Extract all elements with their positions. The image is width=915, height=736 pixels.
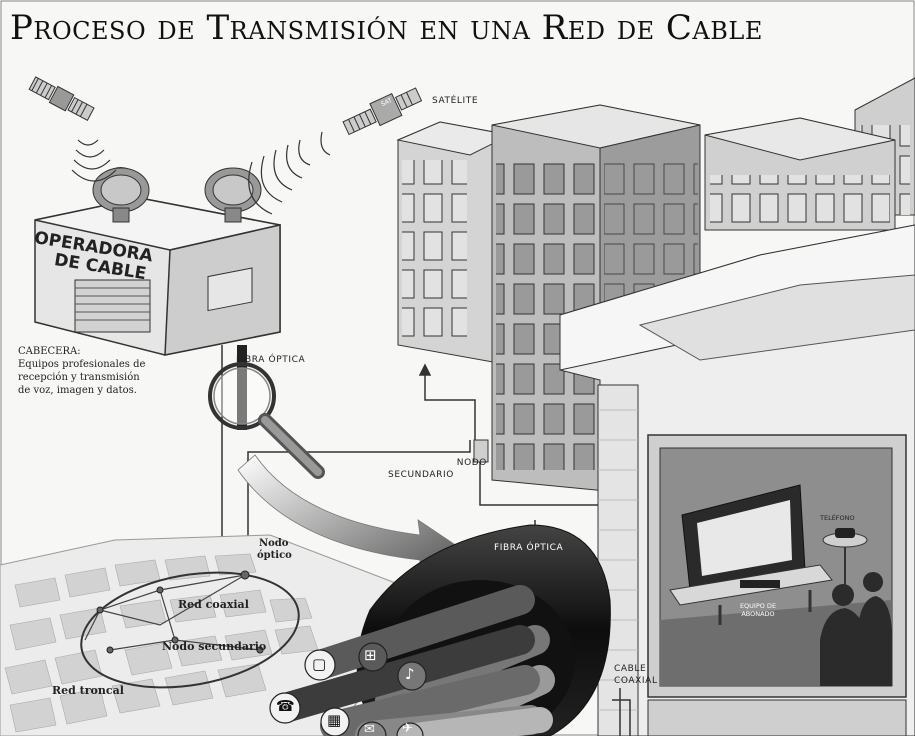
tv-set xyxy=(669,484,833,625)
cabecera-line2: recepción y transmisión xyxy=(18,372,140,383)
label-cable-coaxial-1: CABLE xyxy=(614,664,647,674)
mail-icon: ✉ xyxy=(364,722,375,736)
map-label-nodo-optico-1: Nodo xyxy=(259,538,289,549)
label-nodo-secundario-1: NODO xyxy=(456,458,487,468)
cabecera-line3: de voz, imagen y datos. xyxy=(18,385,137,396)
subscriber-house xyxy=(559,224,915,736)
operator-building xyxy=(34,167,281,356)
nodo-secundario-box xyxy=(473,439,489,463)
music-note-icon: ♪ xyxy=(405,665,415,683)
label-fibra-optica-top: FIBRA ÓPTICA xyxy=(236,355,306,365)
cabecera-description: CABECERA: Equipos profesionales de recep… xyxy=(18,345,178,397)
signal-waves xyxy=(71,131,331,215)
people-silhouettes xyxy=(820,572,892,686)
satellite-right xyxy=(342,87,423,136)
cabecera-line1: Equipos profesionales de xyxy=(18,359,146,370)
cabecera-heading: CABECERA: xyxy=(18,346,81,357)
map-label-red-troncal: Red troncal xyxy=(52,684,124,697)
map-label-nodo-secundario: Nodo secundario xyxy=(162,640,267,653)
satellite-left xyxy=(28,76,95,121)
phone-table xyxy=(822,528,868,585)
label-equipo-2: ABONADO xyxy=(741,610,775,618)
label-equipo-1: EQUIPO DE xyxy=(739,602,777,610)
tv-icon: ▢ xyxy=(312,655,327,673)
map-label-red-coaxial: Red coaxial xyxy=(178,598,249,611)
label-cable-coaxial-2: COAXIAL xyxy=(614,676,658,686)
label-nodo-secundario-2: SECUNDARIO xyxy=(388,470,454,480)
satellite-dishes xyxy=(92,167,262,223)
label-fibra-optica-cable: FIBRA ÓPTICA xyxy=(494,543,564,553)
label-telefono: TELÉFONO xyxy=(820,514,855,522)
film-icon: ▦ xyxy=(327,711,342,729)
label-satelite: SATÉLITE xyxy=(432,96,479,106)
magnifier xyxy=(208,345,325,479)
airplane-icon: ✈ xyxy=(402,721,413,736)
city-buildings xyxy=(396,77,915,501)
strand-ends xyxy=(269,642,427,736)
cart-icon: ⊞ xyxy=(364,646,377,664)
map-label-nodo-optico-2: óptico xyxy=(257,550,292,561)
page-title: Proceso de Transmisión en una Red de Cab… xyxy=(10,8,763,48)
fiber-optic-cable xyxy=(269,524,611,736)
phone-icon: ☎ xyxy=(276,697,295,715)
